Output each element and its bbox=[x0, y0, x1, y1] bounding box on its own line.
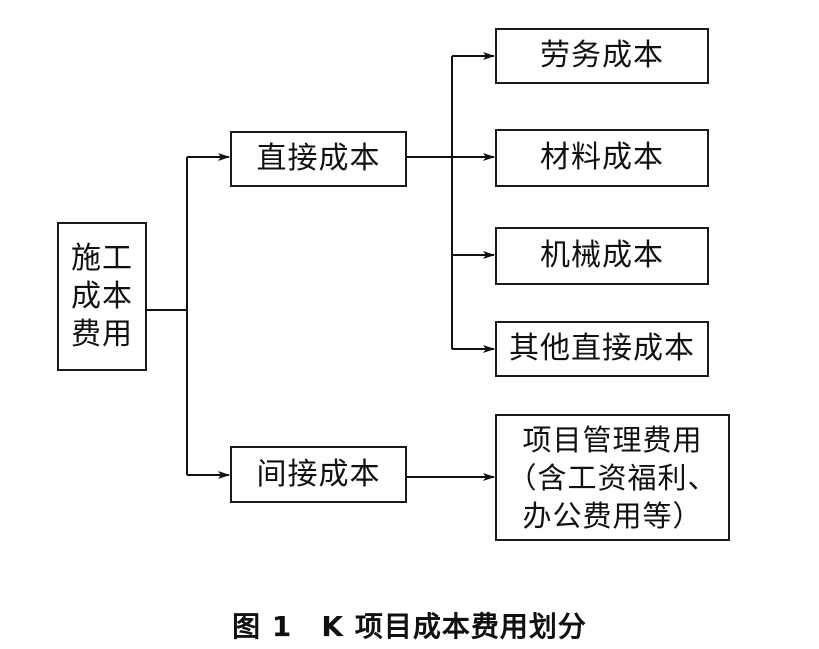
node-label-line: （含工资福利、 bbox=[507, 460, 718, 495]
node-label-line: 施工 bbox=[71, 240, 133, 276]
node-label: 劳务成本 bbox=[540, 38, 664, 74]
node-indirect-cost: 间接成本 bbox=[230, 446, 407, 503]
figure-caption: 图 1 K 项目成本费用划分 bbox=[232, 610, 587, 643]
node-label: 直接成本 bbox=[256, 141, 381, 177]
node-label: 材料成本 bbox=[540, 140, 664, 176]
node-label-line: 项目管理费用 bbox=[522, 422, 703, 457]
node-project-management-cost: 项目管理费用 （含工资福利、 办公费用等） bbox=[495, 414, 730, 541]
node-label-line: 费用 bbox=[71, 316, 133, 352]
node-direct-cost: 直接成本 bbox=[230, 131, 407, 187]
node-label-line: 办公费用等） bbox=[522, 498, 703, 533]
node-label-line: 成本 bbox=[71, 278, 133, 314]
node-label: 机械成本 bbox=[540, 238, 664, 274]
node-construction-cost: 施工 成本 费用 bbox=[57, 222, 147, 371]
node-material-cost: 材料成本 bbox=[495, 129, 709, 187]
node-machinery-cost: 机械成本 bbox=[495, 227, 709, 285]
node-labor-cost: 劳务成本 bbox=[495, 28, 709, 84]
node-label: 间接成本 bbox=[256, 456, 381, 492]
node-label: 其他直接成本 bbox=[509, 331, 695, 367]
node-other-direct-cost: 其他直接成本 bbox=[495, 321, 709, 377]
